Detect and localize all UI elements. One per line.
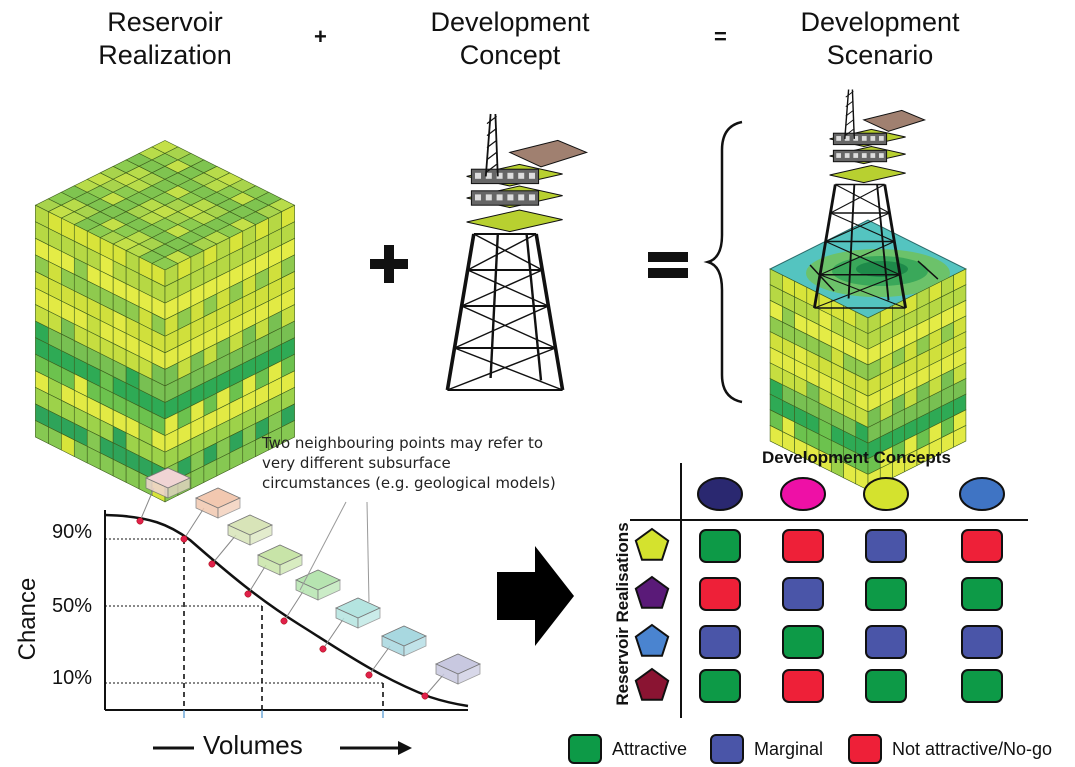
mini-reservoir-right: [317, 579, 341, 601]
matrix-cell-marginal: [961, 625, 1003, 659]
concept-ellipse-2: [780, 477, 826, 511]
curve-point: [319, 645, 327, 653]
curly-brace-icon: [703, 120, 743, 404]
header-concept-line2: Concept: [459, 40, 561, 70]
curve-point: [180, 535, 188, 543]
matrix-cell-marginal: [865, 529, 907, 563]
matrix-title: Development Concepts: [762, 448, 951, 467]
header-reservoir-realization: Reservoir Realization: [70, 6, 260, 72]
realisation-pentagon-2: [634, 575, 670, 609]
curve-point: [280, 617, 288, 625]
legend-label-attractive: Attractive: [612, 738, 688, 759]
matrix-cell-attractive: [961, 669, 1003, 703]
scenario-reservoir-cube: [768, 219, 968, 491]
matrix-cell-attractive: [699, 669, 741, 703]
curve-point: [208, 560, 216, 568]
matrix-cell-marginal: [782, 577, 824, 611]
mini-reservoir-right: [403, 635, 427, 657]
header-plus-sign: +: [314, 24, 327, 49]
annotation-note: Two neighbouring points may refer to ver…: [262, 433, 582, 493]
mini-reservoir-right: [217, 497, 241, 519]
volumes-arrowhead: [398, 741, 412, 755]
matrix-cell-marginal: [865, 625, 907, 659]
concept-ellipse-3: [863, 477, 909, 511]
big-right-arrow-icon: [497, 546, 574, 646]
header-equals-sign: =: [714, 24, 727, 49]
curve-point: [136, 517, 144, 525]
header-reservoir-line2: Realization: [98, 40, 232, 70]
mini-reservoir-right: [279, 554, 303, 576]
note-pointer-1: [299, 501, 347, 591]
header-concept-line1: Development: [430, 7, 590, 37]
legend-nogo: Not attractive/No-go: [848, 734, 1052, 764]
header-reservoir-line1: Reservoir: [107, 7, 223, 37]
exceedance-curve: [104, 513, 469, 708]
matrix-cell-attractive: [865, 577, 907, 611]
matrix-cell-attractive: [961, 577, 1003, 611]
chance-volume-chart: [104, 467, 481, 755]
realisation-pentagon-1: [634, 527, 670, 561]
tick-label-50: 50%: [52, 595, 93, 617]
matrix-cell-attractive: [865, 669, 907, 703]
header-development-concept: Development Concept: [410, 6, 610, 72]
matrix-cell-no-go: [782, 669, 824, 703]
annotation-line-2: very different subsurface: [262, 454, 451, 472]
concept-ellipse-4: [959, 477, 1005, 511]
header-scenario-line2: Scenario: [826, 40, 934, 70]
legend-swatch-marginal: [710, 734, 744, 764]
note-pointer-2: [366, 501, 370, 603]
curve-point: [244, 590, 252, 598]
matrix-cell-no-go: [782, 529, 824, 563]
tick-label-10: 10%: [52, 667, 93, 689]
legend-swatch-attractive: [568, 734, 602, 764]
x-axis-label-volumes: Volumes: [203, 730, 303, 760]
realisation-pentagon-3: [634, 623, 670, 657]
y-axis-label-chance: Chance: [14, 577, 41, 661]
matrix-cell-no-go: [699, 577, 741, 611]
mini-reservoir-right: [457, 663, 481, 685]
big-plus-icon: [370, 245, 408, 283]
matrix-cell-no-go: [961, 529, 1003, 563]
mini-reservoir-right: [249, 524, 273, 546]
legend-marginal: Marginal: [710, 734, 823, 764]
tick-label-90: 90%: [52, 521, 93, 543]
legend-attractive: Attractive: [568, 734, 687, 764]
mini-reservoir-right: [357, 607, 381, 629]
header-development-scenario: Development Scenario: [780, 6, 980, 72]
platform-concept-icon: [445, 113, 589, 391]
matrix-row-axis-label: Reservoir Realisations: [613, 522, 632, 706]
header-scenario-line1: Development: [800, 7, 960, 37]
matrix-cell-attractive: [699, 529, 741, 563]
reservoir-cube: [34, 140, 296, 503]
annotation-line-1: Two neighbouring points may refer to: [262, 434, 544, 452]
annotation-line-3: circumstances (e.g. geological models): [262, 474, 556, 492]
curve-point: [365, 671, 373, 679]
decision-matrix: [630, 463, 1028, 718]
legend-swatch-nogo: [848, 734, 882, 764]
matrix-cell-marginal: [699, 625, 741, 659]
legend-label-nogo: Not attractive/No-go: [892, 738, 1053, 759]
legend-label-marginal: Marginal: [754, 738, 824, 759]
curve-point: [421, 692, 429, 700]
scenario-platform-icon: [812, 89, 927, 309]
mini-reservoir-right: [167, 477, 191, 499]
realisation-pentagon-4: [634, 667, 670, 701]
concept-ellipse-1: [697, 477, 743, 511]
matrix-cell-attractive: [782, 625, 824, 659]
big-equals-icon: [648, 252, 688, 278]
